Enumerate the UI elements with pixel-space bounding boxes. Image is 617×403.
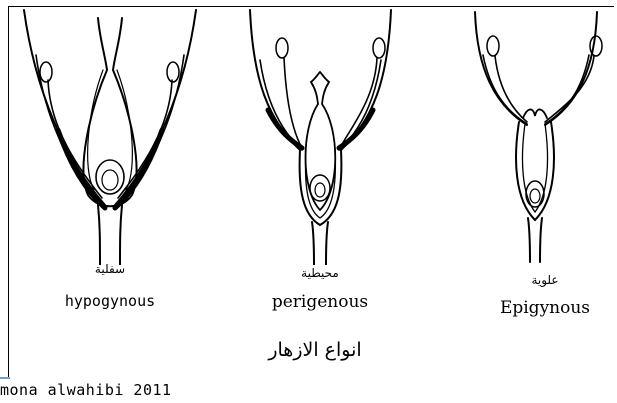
hypogynous-english-label: hypogynous <box>30 292 190 310</box>
perigenous-english-label: perigenous <box>240 292 400 312</box>
epigynous-english-label: Epigynous <box>465 298 617 318</box>
frame-left-border <box>8 6 9 378</box>
perigenous-arabic-label: محيطية <box>270 266 370 280</box>
perigenous-flower-drawing <box>228 0 413 265</box>
epigynous-arabic-label: علوية <box>495 273 595 287</box>
accent-line <box>0 377 10 379</box>
diagram-title: انواع الازهار <box>240 339 390 361</box>
hypogynous-flower-drawing <box>10 0 210 265</box>
epigynous-flower-drawing <box>455 0 615 265</box>
author-credit: mona alwahibi 2011 <box>0 381 172 399</box>
hypogynous-arabic-label: سفلية <box>60 262 160 276</box>
